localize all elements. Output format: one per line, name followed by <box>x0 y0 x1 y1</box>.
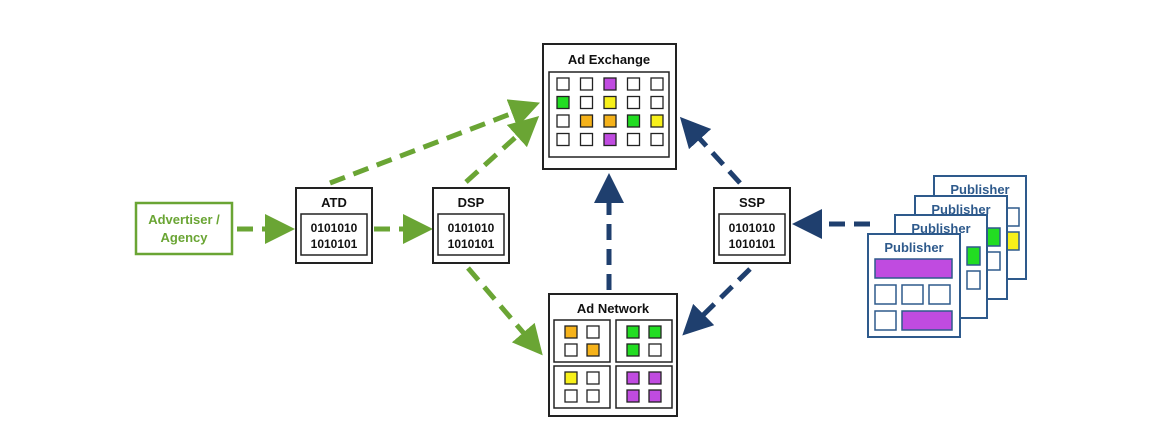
atd-box: ATD 0101010 1010101 <box>295 187 373 264</box>
atd-title: ATD <box>321 195 347 210</box>
exchange-cell <box>579 132 594 147</box>
network-cell <box>586 325 600 339</box>
ssp-code-line2: 1010101 <box>729 237 776 251</box>
publisher-label: Publisher <box>931 202 990 217</box>
exchange-cell <box>603 77 617 91</box>
ad-exchange-grid <box>556 77 664 147</box>
exchange-cell <box>626 114 641 128</box>
ssp-title: SSP <box>739 195 765 210</box>
atd-code-line2: 1010101 <box>311 237 358 251</box>
advertiser-label-line1: Advertiser / <box>148 212 220 227</box>
exchange-cell <box>556 77 570 91</box>
arrow-dsp-to-ad-exchange <box>464 115 540 184</box>
network-cell <box>648 343 662 357</box>
exchange-cell <box>650 77 664 91</box>
publisher-label: Publisher <box>911 221 970 236</box>
exchange-cell <box>650 114 664 128</box>
publisher-label: Publisher <box>950 182 1009 197</box>
ad-network-grid <box>553 319 673 409</box>
network-cell <box>648 325 662 339</box>
ad-exchange-title: Ad Exchange <box>568 52 650 67</box>
network-cell <box>626 371 640 385</box>
network-cell <box>586 389 600 403</box>
atd-code-line1: 0101010 <box>311 221 358 235</box>
exchange-cell <box>579 95 594 110</box>
advertiser-label-line2: Agency <box>161 230 209 245</box>
dsp-code-line1: 0101010 <box>448 221 495 235</box>
network-cell <box>648 371 662 385</box>
exchange-cell <box>579 77 594 91</box>
network-cell <box>564 389 578 403</box>
publisher-label: Publisher <box>884 240 943 255</box>
ssp-code-line1: 0101010 <box>729 221 776 235</box>
network-cell <box>564 343 578 357</box>
exchange-cell <box>556 132 570 147</box>
network-cell <box>564 371 578 385</box>
dsp-code-line2: 1010101 <box>448 237 495 251</box>
arrows <box>237 99 870 356</box>
network-panel <box>553 365 611 409</box>
network-panel <box>615 319 673 363</box>
exchange-cell <box>579 114 594 128</box>
arrow-ssp-to-ad-network <box>682 267 752 336</box>
arrow-ssp-to-ad-exchange <box>679 116 742 185</box>
network-cell <box>648 389 662 403</box>
network-panel <box>553 319 611 363</box>
ad-exchange-box: Ad Exchange <box>542 43 677 170</box>
network-panel <box>615 365 673 409</box>
exchange-cell <box>603 95 617 110</box>
arrow-dsp-to-ad-network <box>466 266 543 356</box>
ad-network-box: Ad Network <box>548 293 678 417</box>
dsp-title: DSP <box>458 195 485 210</box>
exchange-cell <box>626 95 641 110</box>
network-cell <box>586 343 600 357</box>
network-cell <box>626 343 640 357</box>
exchange-cell <box>556 114 570 128</box>
network-cell <box>626 389 640 403</box>
exchange-cell <box>556 95 570 110</box>
exchange-cell <box>626 132 641 147</box>
ssp-box: SSP 0101010 1010101 <box>713 187 791 264</box>
publisher-card: Publisher <box>867 233 961 338</box>
ad-network-title: Ad Network <box>577 301 650 316</box>
dsp-box: DSP 0101010 1010101 <box>432 187 510 264</box>
network-cell <box>626 325 640 339</box>
arrow-atd-to-ad-exchange <box>329 99 541 186</box>
advertiser-agency-box: Advertiser / Agency <box>134 201 234 256</box>
exchange-cell <box>650 95 664 110</box>
exchange-cell <box>603 114 617 128</box>
exchange-cell <box>626 77 641 91</box>
network-cell <box>564 325 578 339</box>
exchange-cell <box>603 132 617 147</box>
network-cell <box>586 371 600 385</box>
exchange-cell <box>650 132 664 147</box>
